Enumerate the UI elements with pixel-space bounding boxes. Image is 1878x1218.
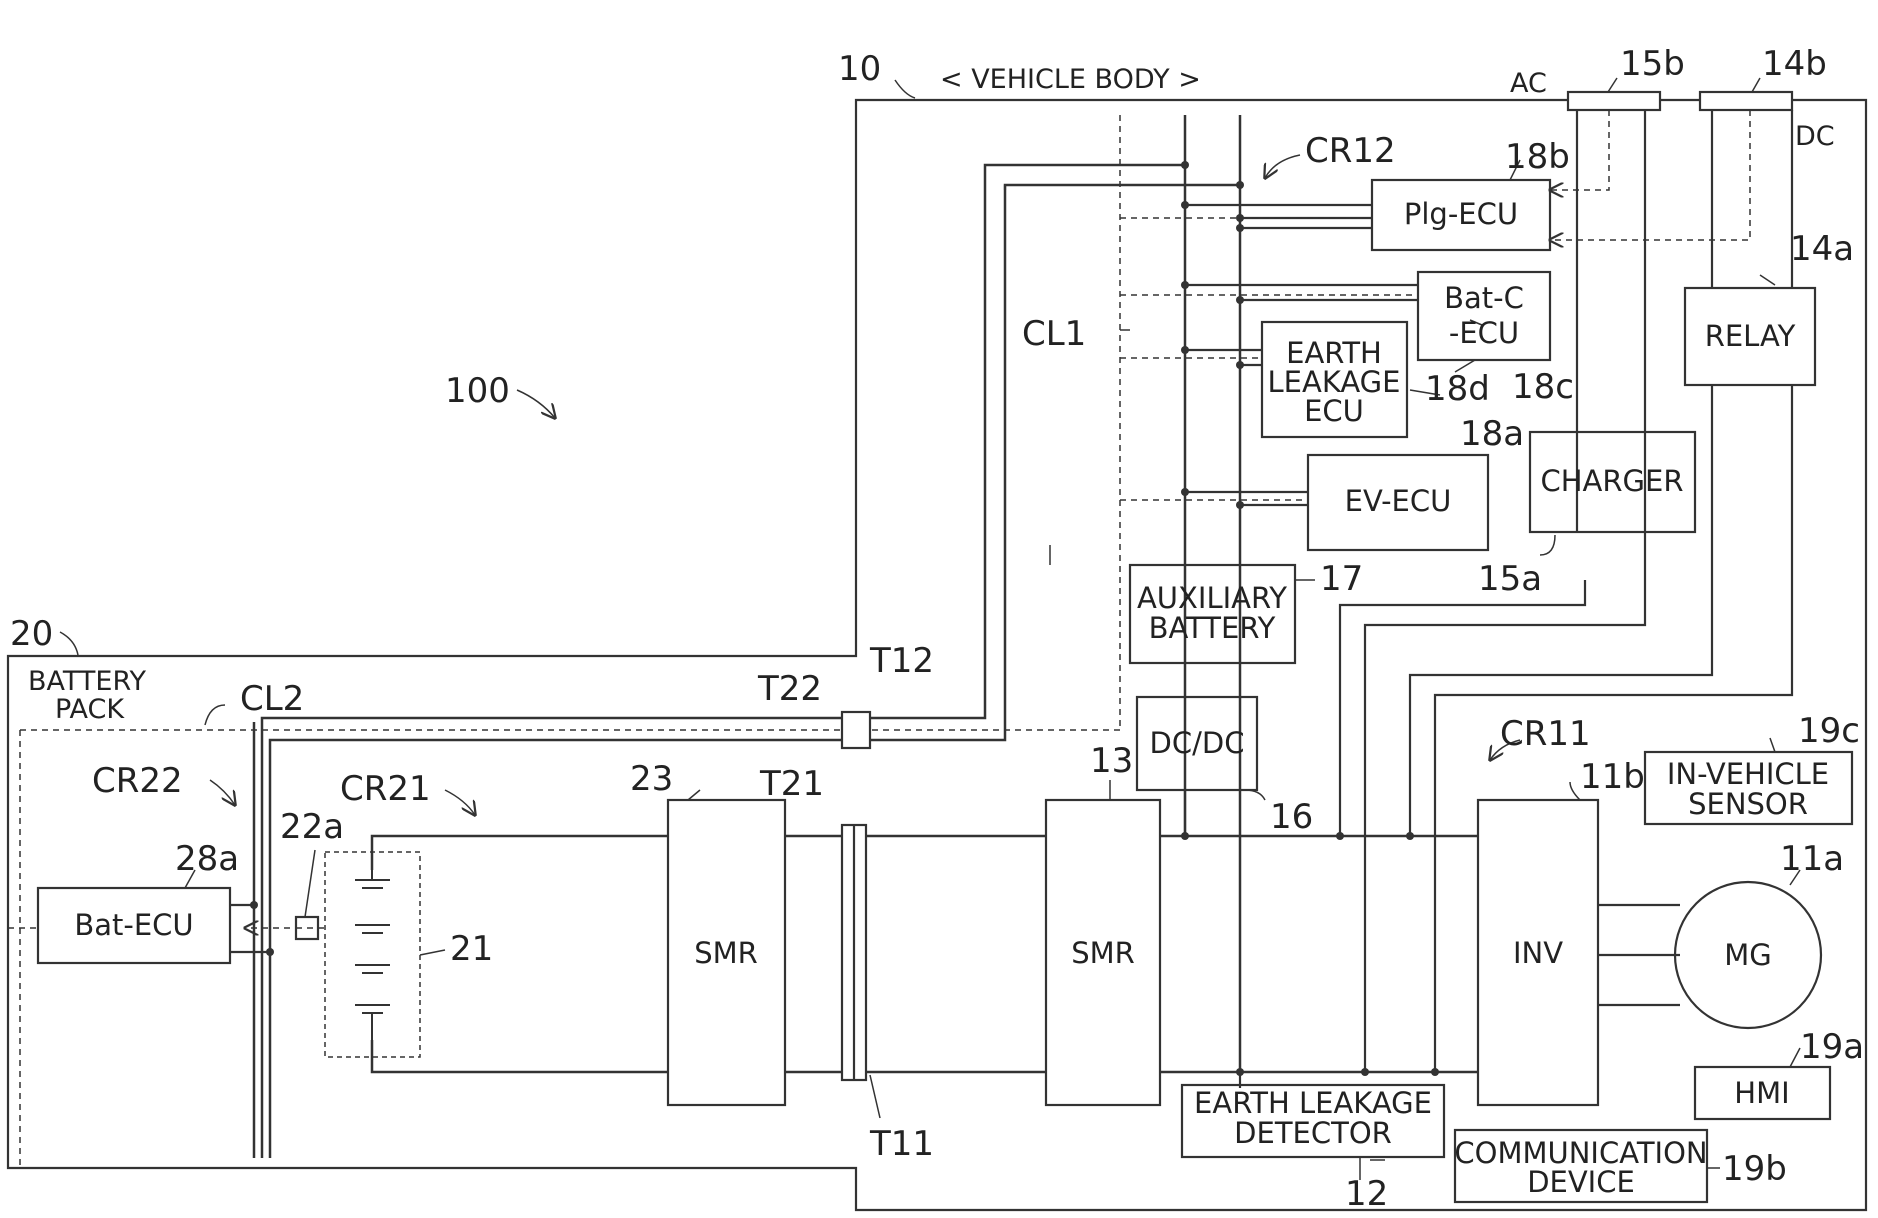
- smr-vehicle-ref: 13: [1090, 741, 1133, 781]
- cr22-label: CR22: [92, 761, 183, 801]
- smr-vehicle-label: SMR: [1071, 936, 1135, 970]
- inv-ref: 11b: [1580, 757, 1645, 797]
- t12-t22-terminal: [842, 712, 870, 748]
- plg-ecu-label: Plg-ECU: [1404, 197, 1518, 231]
- cr11-label: CR11: [1500, 714, 1591, 754]
- ac-inlet-15b: [1568, 92, 1660, 110]
- ac-label: AC: [1510, 68, 1547, 99]
- mg-ref: 11a: [1780, 839, 1844, 879]
- battery-cells-ref: 21: [450, 929, 493, 969]
- communication-device-line2: DEVICE: [1527, 1165, 1635, 1199]
- t21-label: T21: [759, 764, 824, 804]
- sensor-22a-ref: 22a: [280, 807, 344, 847]
- dc-label: DC: [1795, 121, 1835, 152]
- auxiliary-battery-line2: BATTERY: [1149, 611, 1276, 645]
- vehicle-body-ref: 10: [838, 49, 881, 89]
- smr-pack-label: SMR: [694, 936, 758, 970]
- cr21-label: CR21: [340, 769, 431, 809]
- smr-pack-ref: 23: [630, 759, 673, 799]
- vehicle-body-label: < VEHICLE BODY >: [940, 64, 1201, 95]
- relay-ref: 14a: [1790, 229, 1854, 269]
- bat-ecu-label: Bat-ECU: [74, 908, 193, 942]
- charger-ref: 15a: [1478, 559, 1542, 599]
- earth-leakage-detector-ref: 12: [1345, 1174, 1388, 1214]
- charger-label: CHARGER: [1541, 464, 1684, 498]
- dcdc-ref: 16: [1270, 797, 1313, 837]
- earth-leakage-ecu-ref: 18d: [1425, 369, 1490, 409]
- cl2-label: CL2: [240, 679, 304, 719]
- t12-label: T12: [869, 641, 934, 681]
- communication-device-ref: 19b: [1722, 1149, 1787, 1189]
- dcdc-label: DC/DC: [1150, 726, 1245, 760]
- vehicle-body-outline: [8, 100, 1866, 1210]
- battery-pack-label-1: BATTERY: [28, 666, 147, 697]
- hmi-ref: 19a: [1800, 1027, 1864, 1067]
- in-vehicle-sensor-ref: 19c: [1798, 711, 1860, 751]
- inv-label: INV: [1513, 936, 1563, 970]
- ac-inlet-ref: 15b: [1620, 44, 1685, 84]
- cl1-label: CL1: [1022, 314, 1086, 354]
- in-vehicle-sensor-line2: SENSOR: [1688, 787, 1808, 821]
- auxiliary-battery-ref: 17: [1320, 559, 1363, 599]
- dc-inlet-ref: 14b: [1762, 44, 1827, 84]
- hmi-label: HMI: [1734, 1076, 1789, 1110]
- bat-c-ecu-ref: 18c: [1512, 367, 1574, 407]
- cr12-label: CR12: [1305, 131, 1396, 171]
- bat-c-ecu-line1: Bat-C: [1444, 281, 1524, 315]
- auxiliary-battery-line1: AUXILIARY: [1137, 581, 1287, 615]
- bat-c-ecu-line2: -ECU: [1449, 316, 1519, 350]
- battery-pack-label-2: PACK: [55, 694, 125, 725]
- relay-label: RELAY: [1705, 319, 1796, 353]
- ev-ecu-ref: 18a: [1460, 414, 1524, 454]
- battery-pack-ref: 20: [10, 614, 53, 654]
- earth-leakage-ecu-line3: ECU: [1304, 394, 1364, 428]
- t11-label: T11: [869, 1124, 934, 1164]
- bat-ecu-ref: 28a: [175, 839, 239, 879]
- plg-ecu-ref: 18b: [1505, 137, 1570, 177]
- earth-leakage-detector-line2: DETECTOR: [1234, 1116, 1392, 1150]
- mg-label: MG: [1724, 938, 1772, 972]
- figure-ref: 100: [445, 371, 510, 411]
- earth-leakage-detector-line1: EARTH LEAKAGE: [1194, 1086, 1432, 1120]
- in-vehicle-sensor-line1: IN-VEHICLE: [1667, 757, 1829, 791]
- dc-inlet-14b: [1700, 92, 1792, 110]
- ev-ecu-label: EV-ECU: [1345, 484, 1452, 518]
- t22-label: T22: [757, 669, 822, 709]
